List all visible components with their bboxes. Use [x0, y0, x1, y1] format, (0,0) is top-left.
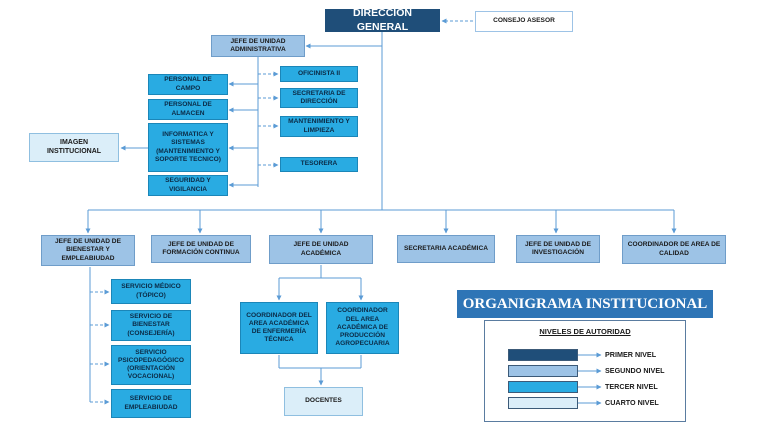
coordinador-enfermeria-node[interactable]: COORDINADOR DEL AREA ACADÉMICA DE ENFERM…: [240, 302, 318, 354]
direccion-general-node[interactable]: DIRECCIÓN GENERAL: [325, 7, 440, 33]
legend-title: NIVELES DE AUTORIDAD: [539, 327, 631, 336]
legend-arrows: [578, 352, 602, 406]
legend-swatch-primer: [508, 349, 578, 361]
legend-label-tercer: TERCER NIVEL: [605, 382, 658, 391]
jefe-unidad-academica-node[interactable]: JEFE DE UNIDAD ACADÉMICA: [269, 235, 373, 264]
legend-label-cuarto: CUARTO NIVEL: [605, 398, 659, 407]
servicio-empleabilidad-node[interactable]: SERVICIO DE EMPLEABIUDAD: [111, 389, 191, 418]
informatica-sistemas-node[interactable]: INFORMATICA Y SISTEMAS (MANTENIMIENTO Y …: [148, 123, 228, 172]
legend-swatch-tercer: [508, 381, 578, 393]
jefe-investigacion-node[interactable]: JEFE DE UNIDAD DE INVESTIGACIÓN: [516, 235, 600, 263]
docentes-node[interactable]: DOCENTES: [284, 387, 363, 416]
legend-box: NIVELES DE AUTORIDAD PRIMER NIVEL SEGUND…: [484, 320, 686, 422]
servicio-bienestar-node[interactable]: SERVICIO DE BIENESTAR (CONSEJERÍA): [111, 310, 191, 341]
legend-swatch-cuarto: [508, 397, 578, 409]
seguridad-vigilancia-node[interactable]: SEGURIDAD Y VIGILANCIA: [148, 175, 228, 196]
coordinador-agropecuaria-node[interactable]: COORDINADOR DEL AREA ACADÉMICA DE PRODUC…: [326, 302, 399, 354]
oficinista-node[interactable]: OFICINISTA II: [280, 66, 358, 82]
personal-almacen-node[interactable]: PERSONAL DE ALMACEN: [148, 99, 228, 120]
jefe-bienestar-empleabilidad-node[interactable]: JEFE DE UNIDAD DE BIENESTAR Y EMPLEABIUD…: [41, 235, 135, 266]
personal-campo-node[interactable]: PERSONAL DE CAMPO: [148, 74, 228, 95]
servicio-medico-node[interactable]: SERVICIO MÉDICO (TÓPICO): [111, 279, 191, 304]
legend-label-segundo: SEGUNDO NIVEL: [605, 366, 665, 375]
tesorera-node[interactable]: TESORERA: [280, 157, 358, 172]
organigrama-title: ORGANIGRAMA INSTITUCIONAL: [457, 290, 713, 318]
secretaria-academica-node[interactable]: SECRETARIA ACADÉMICA: [397, 235, 495, 263]
imagen-institucional-node[interactable]: IMAGEN INSTITUCIONAL: [29, 133, 119, 162]
legend-swatch-segundo: [508, 365, 578, 377]
servicio-psicopedagogico-node[interactable]: SERVICIO PSICOPEDAGÓGICO (ORIENTACIÓN VO…: [111, 345, 191, 385]
legend-label-primer: PRIMER NIVEL: [605, 350, 657, 359]
secretaria-direccion-node[interactable]: SECRETARIA DE DIRECCIÓN: [280, 88, 358, 108]
mantenimiento-limpieza-node[interactable]: MANTENIMIENTO Y LIMPIEZA: [280, 116, 358, 137]
jefe-unidad-administrativa-node[interactable]: JEFE DE UNIDAD ADMINISTRATIVA: [211, 35, 305, 57]
jefe-formacion-continua-node[interactable]: JEFE DE UNIDAD DE FORMACIÓN CONTINUA: [151, 235, 251, 263]
coordinador-calidad-node[interactable]: COORDINADOR DE AREA DE CALIDAD: [622, 235, 726, 264]
consejo-asesor-node[interactable]: CONSEJO ASESOR: [475, 11, 573, 32]
